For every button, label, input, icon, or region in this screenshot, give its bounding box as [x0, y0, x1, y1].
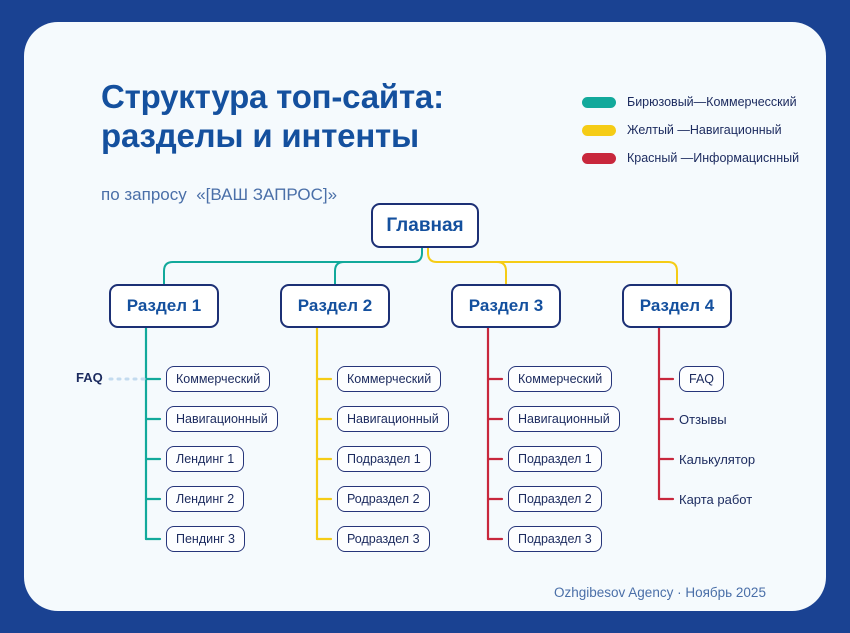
node-child-2-5[interactable]: Родраздел 3 [337, 526, 430, 552]
page-subtitle: по запросу «[ВАШ ЗАПРОС]» [101, 185, 338, 204]
teal-swatch [582, 96, 616, 108]
legend-item-yellow: Желтый —Навигационный [582, 118, 822, 142]
node-child-3-5[interactable]: Подраздел 3 [508, 526, 602, 552]
node-child-4-2[interactable]: Отзывы [679, 411, 727, 427]
node-child-2-1[interactable]: Коммерческий [337, 366, 442, 392]
node-child-1-4[interactable]: Лендинг 2 [166, 486, 245, 512]
node-child-3-1[interactable]: Коммерческий [508, 366, 613, 392]
faq-side-label: FAQ [76, 370, 103, 385]
footer-credit: Ozhgibesov Agency · Ноябрь 2025 [554, 585, 766, 600]
node-root[interactable]: Главная [371, 203, 479, 248]
legend-label-red: Красный —Информациснный [627, 151, 800, 165]
legend-label-yellow: Желтый —Навигационный [627, 123, 782, 137]
node-section-1[interactable]: Раздел 1 [109, 284, 219, 328]
node-child-1-5[interactable]: Пендинг 3 [166, 526, 246, 552]
node-child-1-2[interactable]: Навигационный [166, 406, 278, 432]
poster-card: Структура топ-сайта: разделы и интенты п… [24, 22, 826, 611]
node-child-2-4[interactable]: Родраздел 2 [337, 486, 430, 512]
legend-item-teal: Бирюзовый—Коммерчесский [582, 90, 822, 114]
node-child-1-3[interactable]: Лендинг 1 [166, 446, 245, 472]
node-child-3-3[interactable]: Подраздел 1 [508, 446, 602, 472]
node-child-2-3[interactable]: Подраздел 1 [337, 446, 431, 472]
node-child-3-4[interactable]: Подраздел 2 [508, 486, 602, 512]
page-title-line-2: разделы и интенты [101, 117, 419, 154]
node-child-4-4[interactable]: Карта работ [679, 491, 753, 507]
node-section-3[interactable]: Раздел 3 [451, 284, 561, 328]
node-child-4-1[interactable]: FAQ [679, 366, 725, 392]
page-title: Структура топ-сайта: разделы и интенты [101, 77, 571, 155]
node-child-4-3[interactable]: Калькулятор [679, 451, 756, 467]
node-child-2-2[interactable]: Навигационный [337, 406, 449, 432]
yellow-swatch [582, 124, 616, 136]
legend-label-teal: Бирюзовый—Коммерчесский [627, 95, 797, 109]
node-section-4[interactable]: Раздел 4 [622, 284, 732, 328]
node-section-2[interactable]: Раздел 2 [280, 284, 390, 328]
legend-item-red: Красный —Информациснный [582, 146, 822, 170]
red-swatch [582, 152, 616, 164]
node-child-3-2[interactable]: Навигационный [508, 406, 620, 432]
page-title-line-1: Структура топ-сайта: [101, 78, 444, 115]
legend: Бирюзовый—Коммерчесский Желтый —Навигаци… [582, 90, 822, 174]
node-child-1-1[interactable]: Коммерческий [166, 366, 271, 392]
